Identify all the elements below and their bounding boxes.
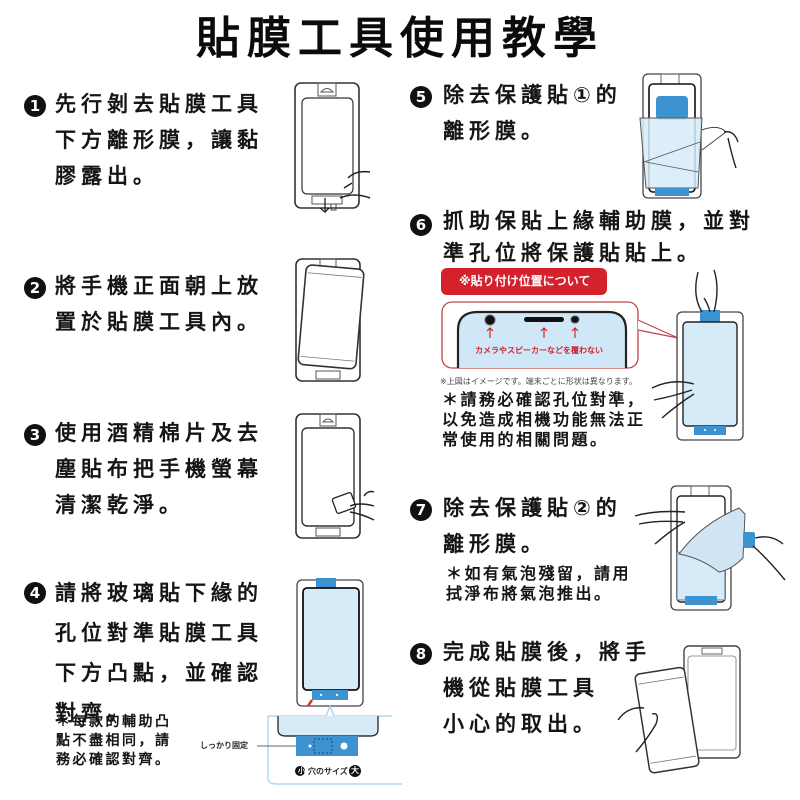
illustration-peel-release-film bbox=[294, 82, 371, 214]
step-number-badge: 3 bbox=[24, 424, 46, 446]
step-note: ＊每款的輔助凸 點不盡相同，請 務必確認對齊。 bbox=[56, 714, 172, 768]
page-title: 貼膜工具使用教學 bbox=[196, 13, 604, 64]
step-text: 完成貼膜後，將手 機從貼膜工具 小心的取出。 bbox=[443, 640, 651, 736]
step-number-badge: 2 bbox=[24, 277, 46, 299]
step-text: 抓助保貼上緣輔助膜，並對 準孔位將保護貼貼上。 bbox=[443, 209, 755, 265]
step-number-badge: 8 bbox=[410, 643, 432, 665]
step-number-badge: 6 bbox=[410, 214, 432, 236]
step-text: 除去保護貼②的 離形膜。 bbox=[443, 496, 622, 556]
hole-size-label: 穴のサイズ bbox=[308, 767, 348, 776]
placement-warning: カメラやスピーカーなどを覆わない bbox=[475, 346, 603, 355]
step-number-badge: 4 bbox=[24, 582, 46, 604]
fix-label: しっかり固定 bbox=[200, 741, 248, 750]
step-number-badge: 7 bbox=[410, 499, 432, 521]
size-small-label: 小 bbox=[298, 767, 305, 775]
illustration-align-holes bbox=[257, 578, 402, 785]
step-note: ＊請務必確認孔位對準， 以免造成相機功能無法正 常使用的相關問題。 bbox=[442, 390, 646, 449]
illustration-place-phone bbox=[295, 258, 365, 382]
illustration-remove-phone bbox=[617, 645, 741, 774]
step-number-badge: 1 bbox=[24, 95, 46, 117]
placement-caption: ※上図はイメージです。端末ごとに形状は異なります。 bbox=[440, 377, 637, 386]
placement-banner: ※貼り付け位置について bbox=[441, 268, 607, 295]
size-large-label: 大 bbox=[351, 766, 359, 775]
step-note: ＊如有氣泡殘留，請用 拭淨布將氣泡推出。 bbox=[446, 564, 632, 603]
illustration-remove-film-2 bbox=[634, 485, 786, 611]
step-text: 先行剝去貼膜工具 下方離形膜，讓黏 膠露出。 bbox=[55, 92, 263, 188]
step-text: 使用酒精棉片及去 塵貼布把手機螢幕 清潔乾淨。 bbox=[55, 421, 263, 517]
illustration-apply-protector bbox=[651, 269, 744, 441]
step-text: 將手機正面朝上放 置於貼膜工具內。 bbox=[55, 274, 263, 334]
step-text: 除去保護貼①的 離形膜。 bbox=[443, 83, 622, 143]
step-text: 請將玻璃貼下緣的 孔位對準貼膜工具 下方凸點，並確認 對齊。 bbox=[55, 581, 263, 725]
step-number-badge: 5 bbox=[410, 86, 432, 108]
illustration-clean-screen bbox=[295, 413, 375, 539]
illustration-remove-film-1 bbox=[639, 73, 739, 199]
placement-callout-diagram bbox=[441, 301, 679, 369]
